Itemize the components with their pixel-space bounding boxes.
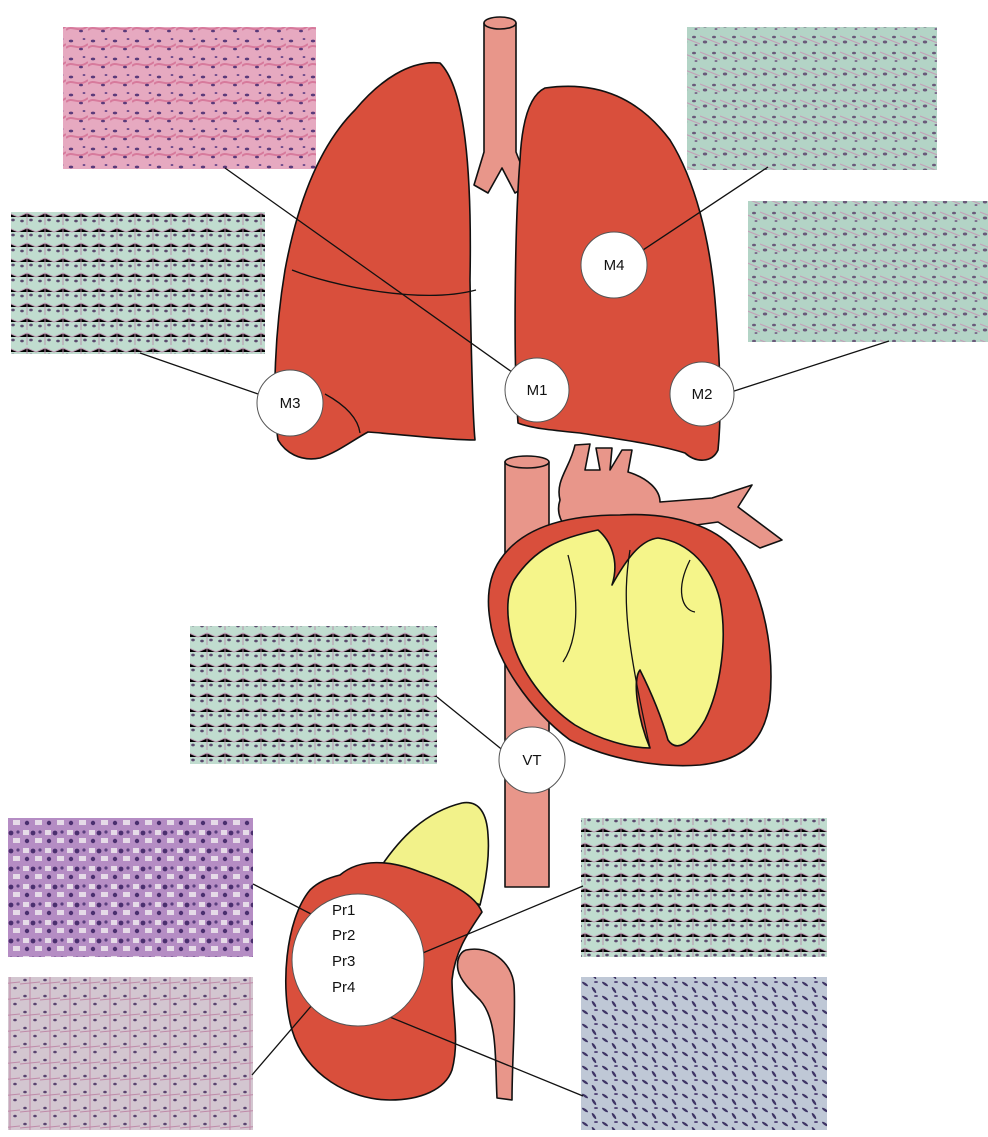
- micrograph-pr4: [581, 977, 827, 1130]
- micrograph-pr2: [8, 977, 253, 1130]
- marker-m2-label: M2: [692, 386, 713, 403]
- marker-vt-label: VT: [522, 752, 541, 769]
- marker-pr3-label: Pr3: [332, 953, 355, 970]
- marker-m1: M1: [505, 358, 569, 422]
- lungs: [275, 17, 720, 460]
- marker-m4-label: M4: [604, 257, 625, 274]
- micrograph-m2: [748, 201, 988, 342]
- micrograph-m3: [11, 212, 265, 354]
- marker-m2: M2: [670, 362, 734, 426]
- marker-m3: M3: [257, 370, 323, 436]
- micrograph-m1: [63, 27, 316, 169]
- marker-primary: Pr1 Pr2 Pr3 Pr4: [292, 894, 424, 1026]
- marker-m3-label: M3: [280, 395, 301, 412]
- micrograph-vt: [190, 626, 437, 764]
- marker-pr2-label: Pr2: [332, 927, 355, 944]
- marker-m1-label: M1: [527, 382, 548, 399]
- marker-pr1-label: Pr1: [332, 902, 355, 919]
- micrograph-m4: [687, 27, 937, 170]
- marker-pr4-label: Pr4: [332, 979, 355, 996]
- marker-m4: M4: [581, 232, 647, 298]
- marker-vt: VT: [499, 727, 565, 793]
- micrograph-pr1: [8, 818, 253, 957]
- micrograph-pr3: [581, 818, 827, 957]
- ureter: [457, 949, 514, 1100]
